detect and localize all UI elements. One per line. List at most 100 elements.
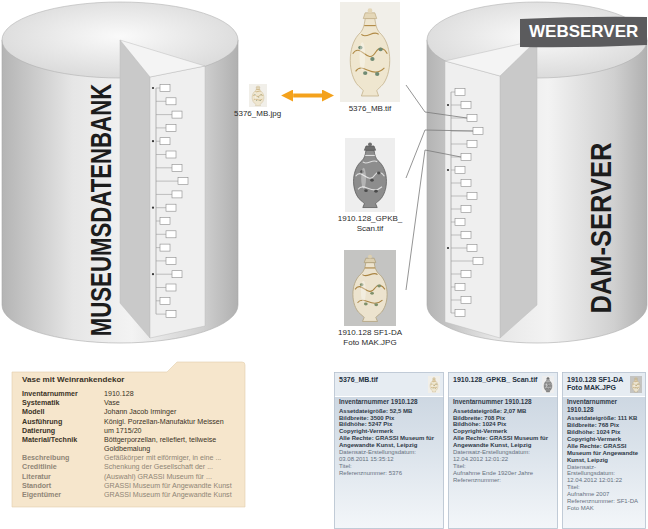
file-name: 5376_MB.tif [339, 376, 425, 384]
file-name: 1910.128 SF1-DA Foto MAK.JPG [567, 376, 627, 392]
tree-item [160, 138, 170, 145]
vine-decor [633, 387, 639, 389]
card-header-band [563, 373, 645, 397]
leader-line [425, 112, 467, 118]
tree-branch [451, 261, 473, 262]
asset-card: 1910.128_GPKB_ Scan.tifInventarnummer 19… [448, 372, 558, 529]
metadata-line: Assetdateigröße: 52,5 MB [339, 408, 440, 415]
metadata-line: Bildbreite: 708 Pix [453, 415, 554, 422]
tree-branch [451, 300, 461, 301]
photo-background [630, 376, 642, 393]
tree-item [467, 193, 477, 200]
vase-highlight [634, 383, 635, 388]
asset-thumbnail [630, 376, 642, 393]
file-caption: 5376_MB.tif [334, 104, 406, 114]
card-panel [563, 373, 646, 529]
tree-item [455, 167, 465, 174]
vase-lid [364, 258, 376, 262]
field-label: Standort [22, 482, 98, 490]
server-cylinder: DAM-SERVERWEBSERVER [425, 0, 648, 345]
tree-branch [451, 144, 467, 145]
metadata-line: Titel: [339, 463, 440, 470]
tree-branch [156, 314, 166, 315]
cut-face [120, 40, 150, 338]
vase-figure [544, 377, 552, 392]
field-value: GRASSI Museum für Angewandte Kunst [104, 491, 236, 499]
tree-branch [156, 287, 166, 288]
tree-item [467, 115, 477, 122]
tree-branch [451, 170, 455, 171]
metadata-line: Assetdateigröße: 2,07 MB [453, 408, 554, 415]
image-file: 5376_MB.tif [334, 2, 406, 114]
tree-branch [156, 127, 166, 128]
vine-decor [545, 387, 551, 389]
metadata-line: Titel: [567, 484, 642, 491]
leaf-decor [631, 378, 641, 393]
vase-knob [368, 255, 372, 259]
connector [293, 94, 322, 98]
tree-marker [152, 273, 154, 275]
record-tree [447, 89, 483, 317]
metadata-line: Copyright-Vermerk [453, 428, 554, 435]
cut-panel [150, 66, 205, 338]
tree-branch [156, 234, 166, 235]
tree-branch [156, 141, 160, 142]
field-label: Beschreibung [22, 454, 98, 462]
cut-panel [445, 61, 500, 338]
card-header-band [335, 373, 443, 397]
metadata-line: Referenznummer: SF1-DA Foto MAK [567, 498, 642, 512]
leaf-decor [377, 172, 381, 175]
vine-decor [365, 267, 375, 268]
tree-item [172, 164, 182, 171]
tree-item [461, 180, 471, 187]
metadata-line: Titel: [453, 463, 554, 470]
vase-knob [368, 8, 373, 13]
field-value: GRASSI Museum für Angewandte Kunst [104, 482, 236, 490]
vine-decor [431, 384, 438, 385]
vine-decor [252, 95, 262, 97]
leaf-decor [374, 303, 378, 306]
metadata-line: Copyright-Vermerk [339, 428, 440, 435]
photo [249, 84, 267, 107]
tree-item [160, 85, 170, 92]
vine-decor [432, 381, 435, 383]
leaf-decor [375, 72, 379, 76]
file-name: 1910.128_GPKB_ Scan.tif [453, 376, 539, 384]
inventory-number: Inventarnummer 1910.128 [567, 398, 642, 413]
tree-item [166, 124, 176, 131]
leaf-decor [545, 376, 554, 392]
record-tree [152, 85, 188, 318]
connector [406, 85, 425, 112]
vase-highlight [254, 93, 256, 99]
tree-item [166, 151, 176, 158]
tree-item [473, 258, 483, 265]
field-label: Systematik [22, 399, 98, 407]
leaf-decor [630, 376, 639, 392]
vase-knob [543, 376, 554, 385]
vase-highlight [432, 383, 433, 388]
field-value: Johann Jacob Irminger [104, 408, 236, 416]
tree-item [172, 271, 182, 278]
tree-item [166, 204, 176, 211]
leaf-decor [370, 57, 374, 61]
asset-thumbnail [428, 376, 440, 393]
tree-marker [152, 207, 154, 209]
tree-item [461, 297, 471, 304]
tree-branch [156, 101, 166, 102]
tree-item [172, 191, 182, 198]
vase-highlight [546, 383, 547, 388]
leaf-decor [630, 380, 640, 393]
leader-line [425, 130, 473, 131]
leaf-decor [544, 380, 554, 393]
vase-figure [353, 255, 387, 322]
leaf-decor [363, 71, 367, 75]
photo [345, 138, 395, 212]
vase-lid [547, 377, 550, 379]
metadata-line: Bildbreite: 768 Pix [567, 422, 642, 429]
metadata-line: Referenznummer: [453, 477, 554, 484]
leaf-decor [374, 190, 378, 193]
metadata-line: Datensatz-Erstellungsdatum: 03.08.2011 1… [339, 449, 440, 463]
vine-decor [356, 68, 385, 72]
cylinder-body [427, 40, 647, 343]
